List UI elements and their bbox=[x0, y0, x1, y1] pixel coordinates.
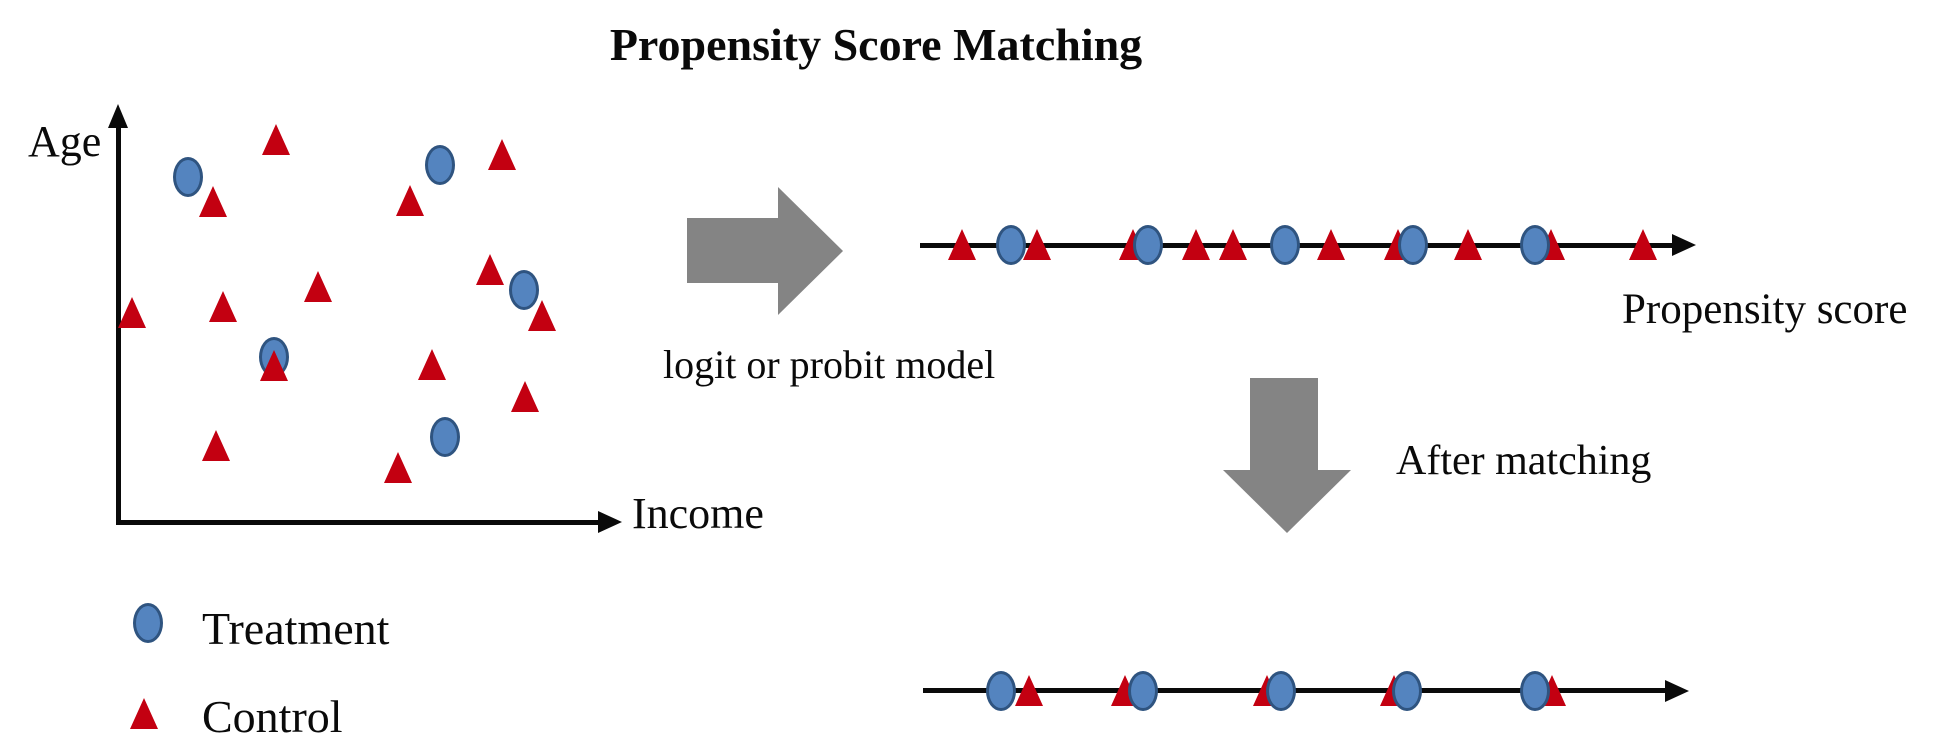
treatment-point bbox=[1266, 671, 1296, 711]
treatment-point bbox=[1520, 225, 1550, 265]
model-arrow-label: logit or probit model bbox=[663, 342, 996, 387]
legend-treatment-marker-icon bbox=[133, 603, 163, 643]
income-axis-label: Income bbox=[632, 489, 764, 538]
treatment-point bbox=[1133, 225, 1163, 265]
control-point bbox=[528, 300, 556, 331]
legend-treatment-label: Treatment bbox=[202, 603, 390, 654]
y-axis-arrowhead-icon bbox=[108, 104, 128, 128]
treatment-point bbox=[1270, 225, 1300, 265]
treatment-point bbox=[996, 225, 1026, 265]
model-arrow-head-icon bbox=[778, 187, 843, 315]
treatment-point bbox=[425, 145, 455, 185]
control-point bbox=[1015, 675, 1043, 706]
treatment-point bbox=[430, 417, 460, 457]
treatment-point bbox=[1128, 671, 1158, 711]
control-point bbox=[418, 349, 446, 380]
control-point bbox=[384, 452, 412, 483]
treatment-point bbox=[1398, 225, 1428, 265]
control-point bbox=[511, 381, 539, 412]
control-point bbox=[1629, 229, 1657, 260]
treatment-point bbox=[173, 157, 203, 197]
propensity-arrowhead-icon bbox=[1672, 234, 1696, 256]
control-point bbox=[260, 350, 288, 381]
control-point bbox=[118, 297, 146, 328]
x-axis-arrowhead-icon bbox=[598, 511, 622, 533]
legend-control-label: Control bbox=[202, 691, 343, 739]
scatter-x-axis bbox=[116, 520, 600, 525]
control-point bbox=[199, 186, 227, 217]
treatment-point bbox=[1392, 671, 1422, 711]
matching-arrow-shaft bbox=[1250, 378, 1318, 471]
control-point bbox=[476, 254, 504, 285]
control-point bbox=[948, 229, 976, 260]
after-matching-label: After matching bbox=[1396, 438, 1652, 484]
control-point bbox=[1454, 229, 1482, 260]
control-point bbox=[488, 139, 516, 170]
model-arrow-shaft bbox=[687, 218, 779, 283]
control-point bbox=[262, 124, 290, 155]
control-point bbox=[1317, 229, 1345, 260]
control-point bbox=[1182, 229, 1210, 260]
control-point bbox=[396, 185, 424, 216]
control-point bbox=[1219, 229, 1247, 260]
propensity-score-label: Propensity score bbox=[1622, 286, 1908, 333]
control-point bbox=[202, 430, 230, 461]
page-title: Propensity Score Matching bbox=[609, 19, 1143, 70]
control-point bbox=[304, 271, 332, 302]
control-point bbox=[1023, 229, 1051, 260]
legend-control-marker-icon bbox=[130, 698, 158, 729]
treatment-point bbox=[1520, 671, 1550, 711]
treatment-point bbox=[986, 671, 1016, 711]
control-point bbox=[209, 291, 237, 322]
matched-arrowhead-icon bbox=[1665, 680, 1689, 702]
matching-arrow-head-icon bbox=[1223, 470, 1351, 533]
age-axis-label: Age bbox=[28, 117, 102, 166]
